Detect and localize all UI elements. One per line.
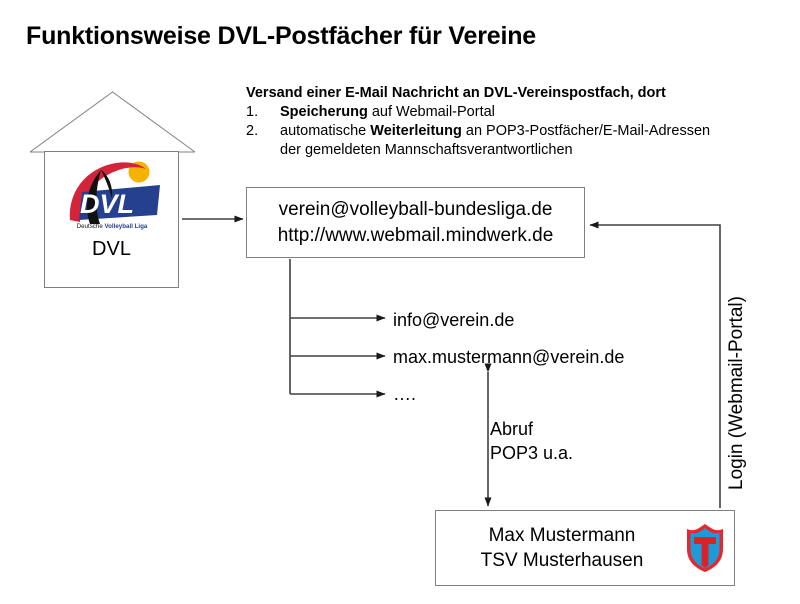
recipient-address-2: max.mustermann@verein.de xyxy=(393,347,625,367)
retrieval-label-line-1: Abruf xyxy=(490,419,534,439)
mailbox-email-address: verein@volleyball-bundesliga.de xyxy=(278,198,553,220)
retrieval-label: Abruf POP3 u.a. xyxy=(490,417,573,465)
description-item-2-number: 2. xyxy=(246,123,259,139)
description-item-2-text: automatische Weiterleitung an POP3-Postf… xyxy=(280,122,791,141)
mailbox-lines: verein@volleyball-bundesliga.de http://w… xyxy=(247,197,584,249)
member-box: Max Mustermann TSV Musterhausen xyxy=(435,510,735,586)
description-item-2-continuation: der gemeldeten Mannschaftsverantwortlich… xyxy=(280,142,573,158)
retrieval-label-line-2: POP3 u.a. xyxy=(490,443,574,463)
member-name: Max Mustermann xyxy=(488,525,636,546)
dvl-logo-subtitle: Deutsche Volleyball Liga xyxy=(76,223,147,230)
page-title: Funktionsweise DVL-Postfächer für Verein… xyxy=(26,22,536,50)
description-item-1: 1. Speicherung auf Webmail-Portal xyxy=(246,103,791,122)
description-item-2-part-bold: Weiterleitung xyxy=(370,123,462,139)
description-headline: Versand einer E-Mail Nachricht an DVL-Ve… xyxy=(246,85,666,101)
member-lines: Max Mustermann TSV Musterhausen xyxy=(436,523,688,573)
member-club: TSV Musterhausen xyxy=(480,550,644,571)
login-label-container: Login (Webmail-Portal) xyxy=(712,228,747,493)
recipient-address-1: info@verein.de xyxy=(393,310,515,330)
description-block: Versand einer E-Mail Nachricht an DVL-Ve… xyxy=(246,84,791,160)
club-shield-logo xyxy=(687,524,723,572)
description-item-1-part-plain: auf Webmail-Portal xyxy=(367,104,495,120)
login-label: Login (Webmail-Portal) xyxy=(726,296,747,490)
description-item-1-part-bold: Speicherung xyxy=(280,104,368,120)
description-item-1-text: Speicherung auf Webmail-Portal xyxy=(280,103,791,122)
dvl-logo-wordmark: DVL xyxy=(80,189,134,219)
house-roof-icon xyxy=(29,91,196,153)
description-item-2-part-plain-2: an POP3-Postfächer/E-Mail-Adressen xyxy=(461,123,711,139)
dvl-house: DVL Deutsche Volleyball Liga DVL xyxy=(44,151,179,288)
description-item-2-part-plain-1: automatische xyxy=(280,123,371,139)
house-label: DVL xyxy=(92,238,131,260)
description-item-2: 2. automatische Weiterleitung an POP3-Po… xyxy=(246,122,791,141)
description-item-1-number: 1. xyxy=(246,104,259,120)
dvl-club-mailbox-box: verein@volleyball-bundesliga.de http://w… xyxy=(246,187,585,258)
mailbox-webmail-url: http://www.webmail.mindwerk.de xyxy=(277,224,554,246)
recipient-address-3: …. xyxy=(393,384,417,404)
dvl-logo: DVL Deutsche Volleyball Liga xyxy=(69,161,160,230)
